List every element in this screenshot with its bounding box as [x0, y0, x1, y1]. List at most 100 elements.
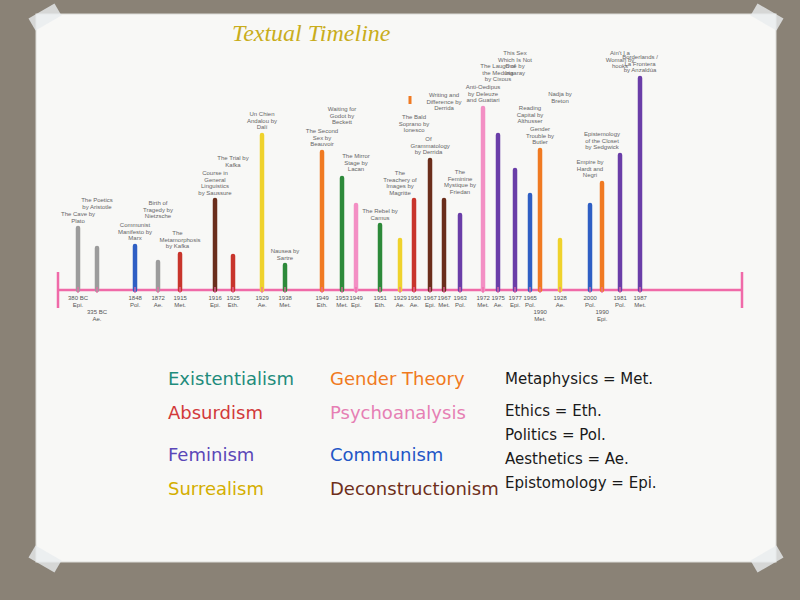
text-title: This Sex Which Is Not One by Irigaray [497, 50, 533, 76]
date-stack: 1972Met. [477, 295, 490, 309]
branch-abbreviation: Met. [534, 316, 547, 323]
legend-text: Feminism [168, 444, 254, 465]
date-stack: 1928Ae. [554, 295, 567, 309]
date-label: 1938 [279, 295, 292, 302]
axis-tick [639, 287, 640, 293]
timeline-bar [442, 200, 447, 290]
timeline-bar [76, 228, 81, 290]
axis-tick [413, 287, 414, 293]
date-stack: 1967Met. [438, 295, 451, 309]
text-title: Communist Manifesto by Marx [117, 222, 153, 242]
axis-tick [589, 287, 590, 293]
text-title: The Bald Soprano by Ionesco [396, 114, 432, 134]
timeline-bar [378, 225, 383, 290]
date-label: 1953 [336, 295, 349, 302]
text-title: Empire by Hardt and Negri [572, 159, 608, 179]
timeline-bar [340, 178, 345, 290]
axis-tick [399, 287, 400, 293]
date-stack: 1967Epi. [424, 295, 437, 309]
date-stack: 1916Epi. [209, 295, 222, 309]
axis-tick [232, 287, 233, 293]
legend-text: Existentialism [168, 368, 294, 389]
date-stack: 1987Met. [634, 295, 647, 309]
date-stack: 1949Epi. [350, 295, 363, 309]
text-title: Birth of Tragedy by Nietzsche [140, 200, 176, 220]
branch-abbreviation: Pol. [584, 302, 597, 309]
branch-abbreviation: Met. [477, 302, 490, 309]
date-stack: 2000Pol. [584, 295, 597, 309]
timeline-bar [528, 195, 533, 290]
text-title: Writing and Difference by Derrida [426, 92, 462, 112]
axis-tick [179, 287, 180, 293]
timeline-bar [428, 160, 433, 290]
text-title: Borderlands / La Frontera by Anzaldúa [622, 54, 658, 74]
date-label: 1990 [596, 309, 609, 316]
branch-abbreviation: Eth. [374, 302, 387, 309]
date-label: 1981 [614, 295, 627, 302]
legend-entry: Feminism [168, 444, 254, 465]
date-label: 1963 [454, 295, 467, 302]
abbreviation-key: Aesthetics = Ae. [505, 450, 629, 468]
tape [29, 3, 62, 30]
legend-entry: Existentialism [168, 368, 294, 389]
legend-entry: Gender Theory [330, 368, 465, 389]
branch-abbreviation: Epi. [424, 302, 437, 309]
timeline-bar [481, 108, 486, 290]
timeline-bar [600, 183, 605, 290]
timeline-bar [496, 135, 501, 290]
legend-entry: Absurdism [168, 402, 263, 423]
timeline-bar [558, 240, 563, 290]
branch-abbreviation: Met. [634, 302, 647, 309]
legend-text: Deconstructionism [330, 478, 499, 499]
legend-color: Surrealism [168, 478, 264, 499]
axis-tick [601, 287, 602, 293]
date-label: 2000 [584, 295, 597, 302]
date-label: 1977 [509, 295, 522, 302]
text-title: The Treachery of Images by Magritte [382, 170, 418, 196]
timeline-bar [231, 256, 236, 290]
axis-tick [559, 287, 560, 293]
branch-abbreviation: Epi. [350, 302, 363, 309]
date-label: 380 BC [68, 295, 88, 302]
date-label: 1929 [256, 295, 269, 302]
text-title: The Cave by Plato [60, 211, 96, 224]
axis-tick [443, 287, 444, 293]
date-stack: 1953Met. [336, 295, 349, 309]
date-label: 1972 [477, 295, 490, 302]
date-label: 1915 [174, 295, 187, 302]
text-title: The Mirror Stage by Lacan [338, 153, 374, 173]
date-label: 1929 [394, 295, 407, 302]
timeline-bar [638, 78, 643, 290]
branch-abbreviation: Epi. [68, 302, 88, 309]
text-title: The Feminine Mystique by Friedan [442, 169, 478, 195]
legend-color: Gender Theory [330, 368, 465, 389]
legend-text: Surrealism [168, 478, 264, 499]
timeline-bar [156, 262, 161, 290]
text-title: The Trial by Kafka [215, 155, 251, 168]
timeline-bar [260, 135, 265, 290]
date-label: 1951 [374, 295, 387, 302]
branch-abbreviation: Met. [174, 302, 187, 309]
axis-tick [619, 287, 620, 293]
date-stack: 1975Ae. [492, 295, 505, 309]
legend-color: Deconstructionism [330, 478, 499, 499]
date-stack: 1981Pol. [614, 295, 627, 309]
axis-tick [529, 287, 530, 293]
date-stack: 1925Eth. [227, 295, 240, 309]
timeline-bar [354, 205, 359, 290]
date-stack: 1848Pol. [129, 295, 142, 309]
axis-tick [379, 287, 380, 293]
branch-abbreviation: Pol. [454, 302, 467, 309]
text-title: Anti-Oedipus by Deleuze and Guattari [465, 84, 501, 104]
stray-mark [409, 96, 412, 104]
text-title: The Rebel by Camus [362, 208, 398, 221]
date-label: 1975 [492, 295, 505, 302]
date-label: 1987 [634, 295, 647, 302]
text-title: Nadja by Breton [542, 91, 578, 104]
axis-tick [77, 287, 78, 293]
axis-end [57, 272, 60, 308]
branch-abbreviation: Pol. [524, 302, 537, 309]
date-label: 1967 [424, 295, 437, 302]
